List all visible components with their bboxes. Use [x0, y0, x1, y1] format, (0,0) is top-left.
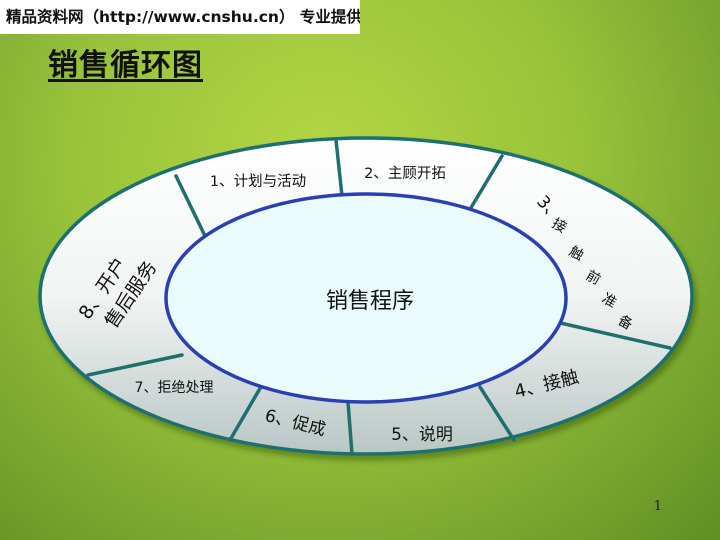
inner-ellipse — [164, 192, 568, 404]
page-number: 1 — [653, 499, 662, 514]
divider-2-3 — [464, 154, 504, 218]
divider-8-1 — [174, 174, 208, 240]
divider-3-4 — [554, 320, 672, 350]
stage-3-char-4: 准 — [599, 291, 619, 312]
divider-4-5 — [478, 385, 516, 442]
stage-3-char-2: 触 — [566, 244, 586, 265]
stage-1-label: 1、计划与活动 — [210, 173, 306, 190]
divider-7-8 — [86, 353, 184, 377]
stage-7-label: 7、拒绝处理 — [135, 380, 214, 396]
stage-5-label: 5、说明 — [391, 425, 453, 445]
watermark-banner: 精品资料网（http://www.cnshu.cn） 专业提供企管培训资料 — [0, 0, 360, 34]
stage-2-label: 2、主顾开拓 — [364, 165, 446, 182]
center-label: 销售程序 — [326, 289, 414, 314]
segment-dividers — [86, 138, 672, 456]
divider-6-7 — [228, 383, 264, 442]
divider-5-6 — [346, 400, 354, 456]
page-title: 销售循环图 — [48, 48, 203, 83]
divider-1-2 — [334, 138, 344, 198]
